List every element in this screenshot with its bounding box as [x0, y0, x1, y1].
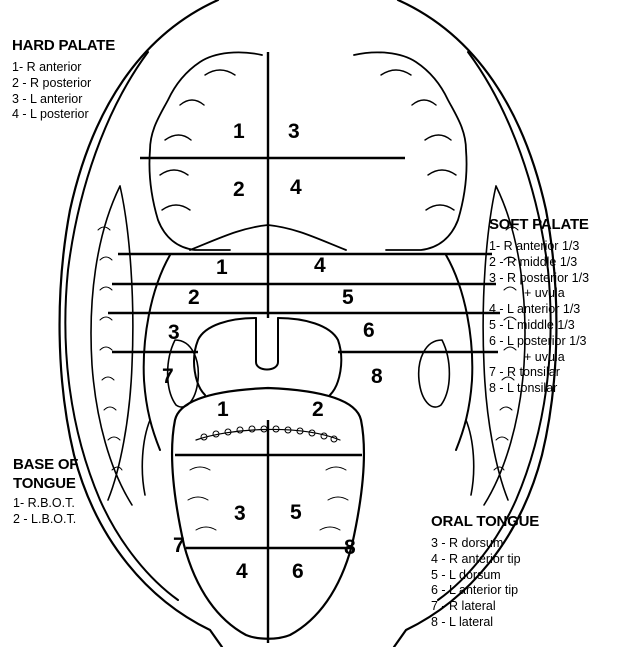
sp-region-7: 7 — [162, 365, 174, 388]
hard-palate-item: 4 - L posterior — [12, 107, 115, 123]
sp-region-4: 4 — [314, 254, 326, 277]
hp-region-3: 3 — [288, 120, 300, 143]
soft-palate-item: 6 - L posterior 1/3 — [489, 334, 589, 350]
oral-tongue-item: 4 - R anterior tip — [431, 552, 539, 568]
base-of-tongue-item: 2 - L.B.O.T. — [13, 512, 78, 528]
base-of-tongue-title: BASE OF TONGUE — [13, 455, 78, 493]
oral-tongue-item: 7 - R lateral — [431, 599, 539, 615]
bot-region-1: 1 — [217, 398, 229, 421]
ot-region-3: 3 — [234, 502, 246, 525]
soft-palate-item: 2 - R middle 1/3 — [489, 255, 589, 271]
ot-region-6: 6 — [292, 560, 304, 583]
uvula — [256, 318, 278, 370]
ot-region-4: 4 — [236, 560, 248, 583]
hard-palate-item: 3 - L anterior — [12, 92, 115, 108]
base-of-tongue-title-line1: BASE OF — [13, 456, 78, 473]
upper-left-teeth-inner — [160, 70, 235, 210]
left-tonsil — [419, 340, 450, 407]
soft-palate-item: + uvula — [489, 286, 589, 302]
buccal-texture — [98, 227, 518, 470]
soft-palate-item: 3 - R posterior 1/3 — [489, 271, 589, 287]
soft-palate-item: 5 - L middle 1/3 — [489, 318, 589, 334]
ot-region-5: 5 — [290, 501, 302, 524]
soft-palate-item: 8 - L tonsilar — [489, 381, 589, 397]
sp-region-3: 3 — [168, 321, 180, 344]
base-of-tongue-item: 1- R.B.O.T. — [13, 496, 78, 512]
oral-tongue-title: ORAL TONGUE — [431, 512, 539, 531]
oral-tongue-item: 8 - L lateral — [431, 615, 539, 631]
upper-right-teeth-inner — [381, 70, 456, 210]
ot-region-8: 8 — [344, 536, 356, 559]
left-buccal-mucosa — [65, 52, 178, 600]
upper-right-teeth — [354, 52, 467, 250]
upper-left-teeth — [149, 52, 262, 250]
soft-palate-item: + uvula — [489, 350, 589, 366]
oropharynx-opening — [194, 318, 341, 395]
hp-region-4: 4 — [290, 176, 302, 199]
soft-palate-item: 7 - R tonsilar — [489, 365, 589, 381]
base-of-tongue-title-line2: TONGUE — [13, 475, 76, 492]
oral-tongue-item: 5 - L dorsum — [431, 568, 539, 584]
soft-palate-title: SOFT PALATE — [489, 215, 589, 234]
sp-region-1: 1 — [216, 256, 228, 279]
bot-region-2: 2 — [312, 398, 324, 421]
hard-palate-legend: HARD PALATE 1- R anterior 2 - R posterio… — [12, 36, 115, 123]
ot-region-7: 7 — [173, 534, 185, 557]
hard-palate-title: HARD PALATE — [12, 36, 115, 55]
oral-tongue-item: 3 - R dorsum — [431, 536, 539, 552]
sp-region-2: 2 — [188, 286, 200, 309]
soft-palate-item: 1- R anterior 1/3 — [489, 239, 589, 255]
hp-region-1: 1 — [233, 120, 245, 143]
hard-palate-item: 2 - R posterior — [12, 76, 115, 92]
hp-region-2: 2 — [233, 178, 245, 201]
sp-region-6: 6 — [363, 319, 375, 342]
left-buccal-inner — [91, 186, 133, 505]
base-of-tongue-legend: BASE OF TONGUE 1- R.B.O.T. 2 - L.B.O.T. — [13, 455, 78, 528]
soft-palate-item: 4 - L anterior 1/3 — [489, 302, 589, 318]
sp-region-5: 5 — [342, 286, 354, 309]
oral-tongue-legend: ORAL TONGUE 3 - R dorsum 4 - R anterior … — [431, 512, 539, 631]
soft-palate-legend: SOFT PALATE 1- R anterior 1/3 2 - R midd… — [489, 215, 589, 397]
hard-palate-item: 1- R anterior — [12, 60, 115, 76]
oral-tongue-item: 6 - L anterior tip — [431, 583, 539, 599]
sp-region-8: 8 — [371, 365, 383, 388]
